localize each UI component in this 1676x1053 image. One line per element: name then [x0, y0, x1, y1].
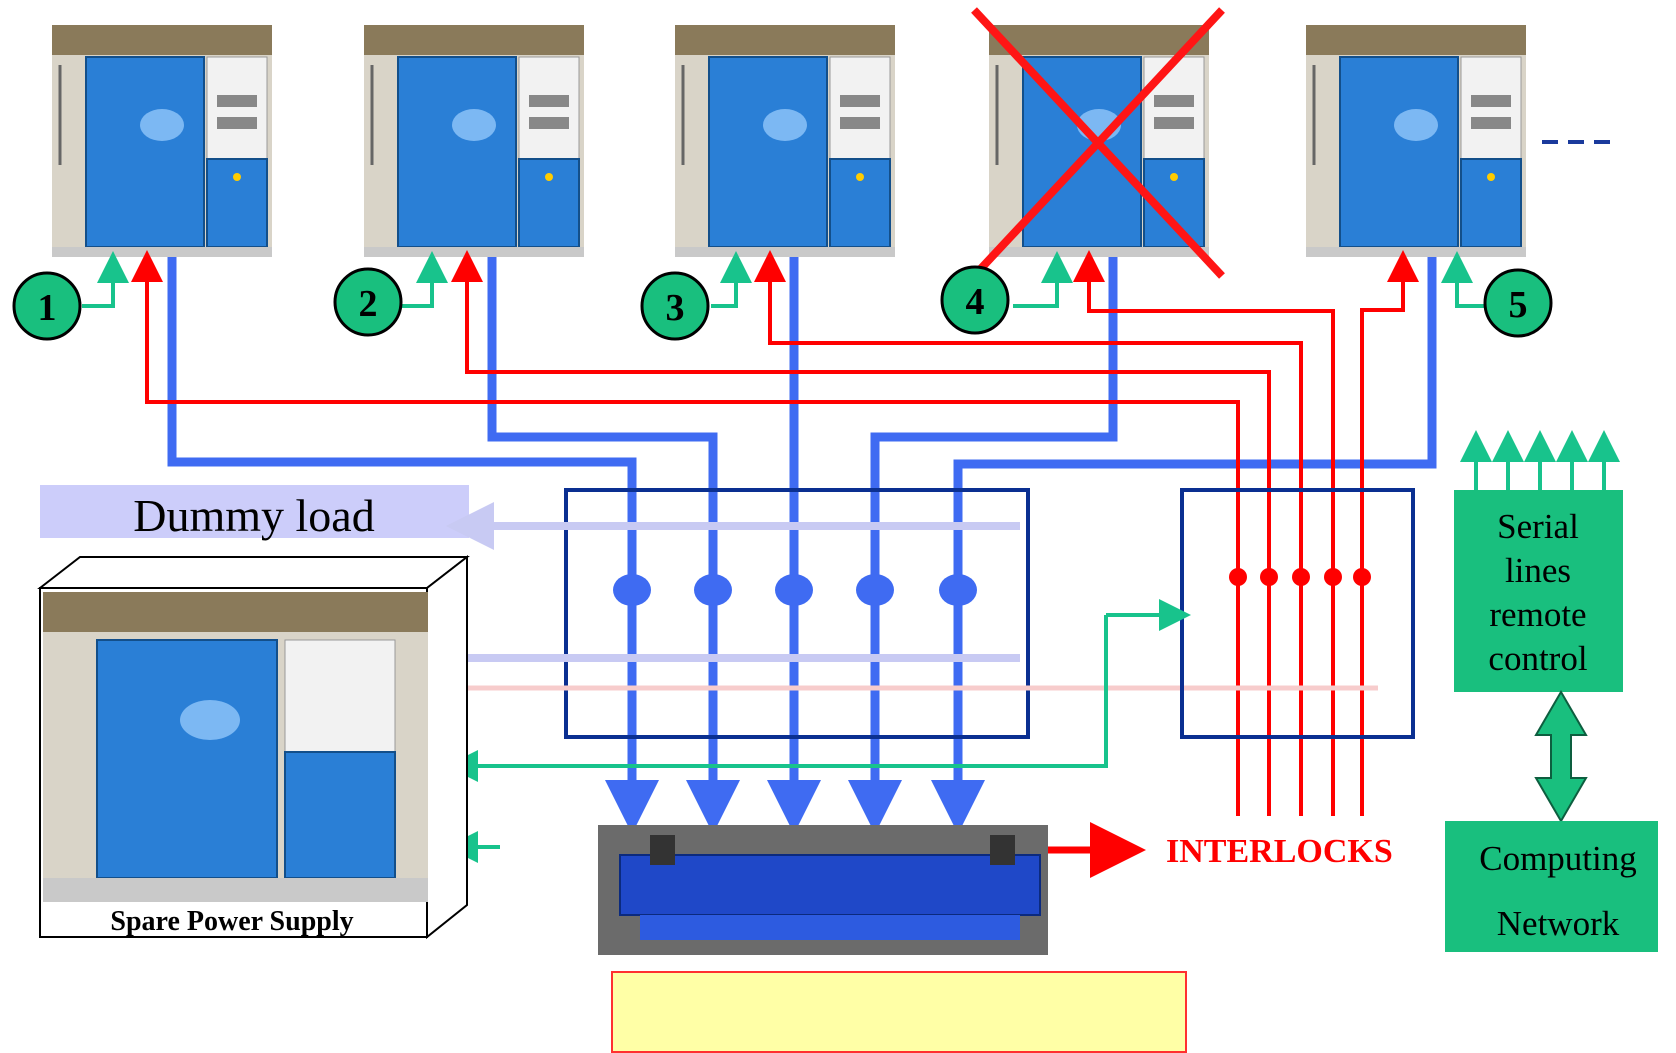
serial-line2: lines [1505, 551, 1571, 590]
badge-4-label: 4 [966, 281, 985, 323]
bidirectional-arrow-icon [1534, 690, 1588, 823]
computing-line1: Computing [1479, 839, 1637, 878]
magnet-image [598, 825, 1048, 955]
interlock-switch-box [1180, 488, 1415, 739]
failed-cross-icon [971, 7, 1225, 279]
control-lines [82, 251, 1487, 308]
dummy-load-label: Dummy load [133, 490, 374, 541]
badge-2-label: 2 [359, 283, 378, 325]
power-lines [167, 257, 1437, 834]
serial-line1: Serial [1497, 507, 1579, 546]
serial-line4: control [1488, 639, 1587, 678]
spare-power-supply: Spare Power Supply [37, 554, 470, 940]
serial-line3: remote [1489, 595, 1586, 634]
empty-note-box [611, 971, 1187, 1053]
power-supply-3-image [673, 23, 897, 259]
badge-1-label: 1 [38, 287, 57, 329]
power-supply-5-image [1304, 23, 1528, 259]
spare-power-supply-label: Spare Power Supply [110, 906, 353, 937]
serial-remote-arrows [1460, 430, 1620, 490]
power-switch-nodes [613, 574, 977, 606]
serial-remote-control-box [1454, 490, 1623, 692]
dummy-load-box [40, 485, 469, 538]
interlocks-label: INTERLOCKS [1166, 833, 1393, 870]
computing-network-box [1445, 821, 1658, 952]
badge-3-label: 3 [666, 287, 685, 329]
power-switch-box [564, 488, 1030, 739]
power-supply-2-image [362, 23, 586, 259]
power-supply-1-image [50, 23, 274, 259]
interlock-switch-nodes [1229, 568, 1371, 586]
badge-5-label: 5 [1509, 284, 1528, 326]
spare-control-line [446, 615, 1108, 782]
computing-line2: Network [1497, 904, 1620, 943]
supply-number-badges: 1 2 3 4 5 [12, 265, 1553, 341]
